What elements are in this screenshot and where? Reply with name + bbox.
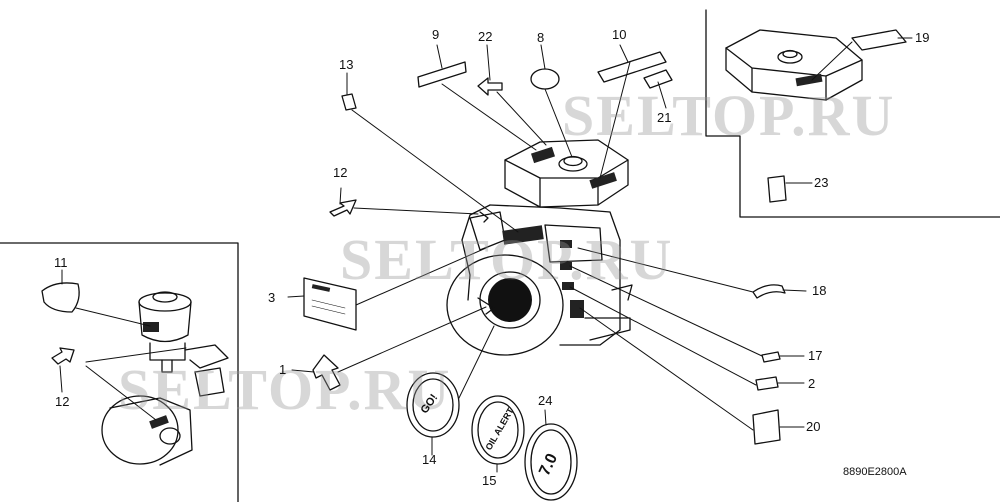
callout-22: 22 [478,29,493,44]
callout-12: 12 [333,165,348,180]
callout-17: 17 [808,348,823,363]
callout-14: 14 [422,452,437,467]
inset-frame-air-cleaner [0,242,239,502]
callout-11: 11 [54,255,68,270]
callout-8: 8 [537,30,545,45]
callout-21: 21 [657,110,672,125]
callout-13: 13 [339,57,354,72]
callout-19: 19 [915,30,930,45]
engine-drawing [446,139,633,356]
callout-20: 20 [806,419,821,434]
callout-10: 10 [612,27,627,42]
callout-24: 24 [538,393,553,408]
inset-frame-fuel-tank [705,9,1000,218]
fuel-tank-inset-drawing [725,29,863,101]
leader-lines [59,37,913,473]
callout-15: 15 [482,473,497,488]
part-shapes [41,29,907,501]
callout-23: 23 [814,175,829,190]
callout-3: 3 [268,290,276,305]
callout-18: 18 [812,283,827,298]
air-cleaner-inset-drawing [101,291,229,466]
drawing-code: 8890E2800A [843,466,907,478]
callout-9: 9 [432,27,440,42]
callout-1: 1 [279,362,287,377]
callout-2: 2 [808,376,816,391]
callout-12: 12 [55,394,70,409]
